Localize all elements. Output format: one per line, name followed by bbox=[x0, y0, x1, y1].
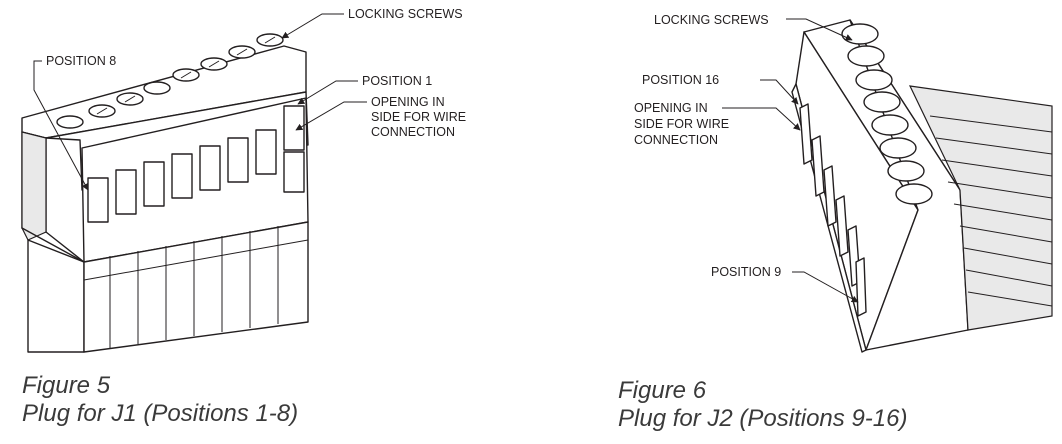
label-locking-screws-j1: LOCKING SCREWS bbox=[348, 7, 463, 21]
label-opening-line3-j1: CONNECTION bbox=[371, 125, 455, 139]
j1-plug-drawing bbox=[21, 33, 309, 353]
j1-callouts: LOCKING SCREWS POSITION 8 POSITION 1 OPE… bbox=[33, 7, 466, 191]
figure-5-caption: Figure 5 Plug for J1 (Positions 1-8) bbox=[22, 372, 298, 428]
label-opening-line1-j2: OPENING IN bbox=[634, 101, 708, 115]
figure-6-title: Plug for J2 (Positions 9-16) bbox=[618, 405, 908, 432]
figure-6-number: Figure 6 bbox=[618, 377, 707, 404]
label-locking-screws-j2: LOCKING SCREWS bbox=[654, 13, 769, 27]
figure-5-title: Plug for J1 (Positions 1-8) bbox=[22, 400, 299, 427]
label-opening-line1-j1: OPENING IN bbox=[371, 95, 445, 109]
j2-screw-holes bbox=[841, 23, 933, 205]
j2-plug-drawing bbox=[791, 19, 1053, 353]
label-position-8: POSITION 8 bbox=[46, 54, 116, 68]
figure-6-caption: Figure 6 Plug for J2 (Positions 9-16) bbox=[618, 377, 907, 433]
figure-5-number: Figure 5 bbox=[22, 372, 111, 399]
label-position-16: POSITION 16 bbox=[642, 73, 719, 87]
j2-callouts: LOCKING SCREWS POSITION 16 OPENING IN SI… bbox=[634, 13, 859, 303]
j2-wire-openings bbox=[799, 103, 867, 317]
label-position-1: POSITION 1 bbox=[362, 74, 432, 88]
label-opening-line2-j2: SIDE FOR WIRE bbox=[634, 117, 729, 131]
j1-wire-openings bbox=[87, 105, 305, 223]
j1-screw-holes bbox=[56, 33, 284, 129]
label-position-9: POSITION 9 bbox=[711, 265, 781, 279]
label-opening-line3-j2: CONNECTION bbox=[634, 133, 718, 147]
label-opening-line2-j1: SIDE FOR WIRE bbox=[371, 110, 466, 124]
